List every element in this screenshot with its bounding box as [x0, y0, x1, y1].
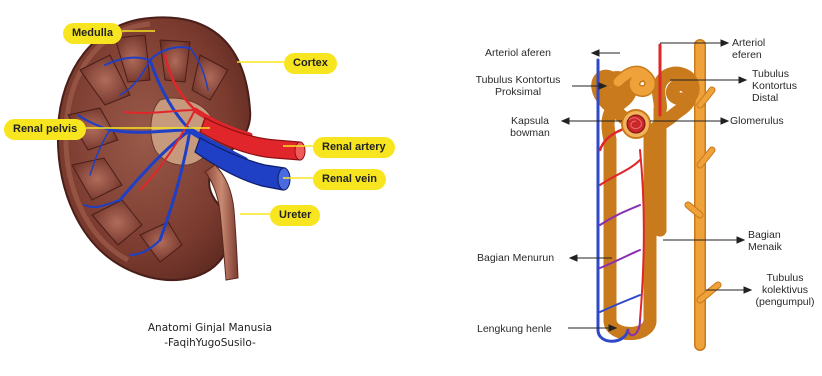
label-arteriol-eferen: Arteriol eferen [732, 37, 765, 61]
nephron-tubule [598, 72, 693, 334]
label-lengkung-henle: Lengkung henle [477, 323, 552, 335]
label-kolektivus-line2: kolektivus [748, 284, 822, 296]
label-renal-vein: Renal vein [313, 169, 386, 190]
caption-author: -FaqihYugoSusilo- [120, 336, 300, 351]
label-bagian-menaik: Bagian Menaik [748, 229, 782, 253]
kidney-caption: Anatomi Ginjal Manusia -FaqihYugoSusilo- [120, 321, 300, 351]
label-kapsula-line2: bowman [500, 127, 560, 139]
label-kolektivus-line1: Tubulus [748, 272, 822, 284]
label-tubulus-proksimal-line2: Proksimal [464, 86, 572, 98]
label-bagian-menaik-line1: Bagian [748, 229, 782, 241]
label-ureter: Ureter [270, 205, 320, 226]
kidney-illustration [58, 17, 305, 280]
label-arteriol-aferen: Arteriol aferen [485, 47, 551, 59]
label-tubulus-distal-line2: Kontortus [752, 80, 797, 92]
label-renal-artery: Renal artery [313, 137, 395, 158]
label-arteriol-eferen-line1: Arteriol [732, 37, 765, 49]
label-tubulus-distal-line3: Distal [752, 92, 797, 104]
label-tubulus-distal: Tubulus Kontortus Distal [752, 68, 797, 104]
label-bagian-menurun: Bagian Menurun [477, 252, 554, 264]
label-renal-pelvis: Renal pelvis [4, 119, 86, 140]
nephron-illustration [598, 45, 718, 345]
glomerulus-capsule [622, 110, 650, 138]
label-tubulus-kolektivus: Tubulus kolektivus (pengumpul) [748, 272, 822, 308]
label-glomerulus: Glomerulus [730, 115, 784, 127]
label-kolektivus-line3: (pengumpul) [748, 296, 822, 308]
caption-title: Anatomi Ginjal Manusia [120, 321, 300, 336]
label-kapsula-bowman: Kapsula bowman [500, 115, 560, 139]
label-cortex: Cortex [284, 53, 337, 74]
label-kapsula-line1: Kapsula [500, 115, 560, 127]
label-tubulus-proksimal: Tubulus Kontortus Proksimal [464, 74, 572, 98]
label-tubulus-distal-line1: Tubulus [752, 68, 797, 80]
label-arteriol-eferen-line2: eferen [732, 49, 765, 61]
label-tubulus-proksimal-line1: Tubulus Kontortus [464, 74, 572, 86]
label-bagian-menaik-line2: Menaik [748, 241, 782, 253]
label-medulla: Medulla [63, 23, 122, 44]
